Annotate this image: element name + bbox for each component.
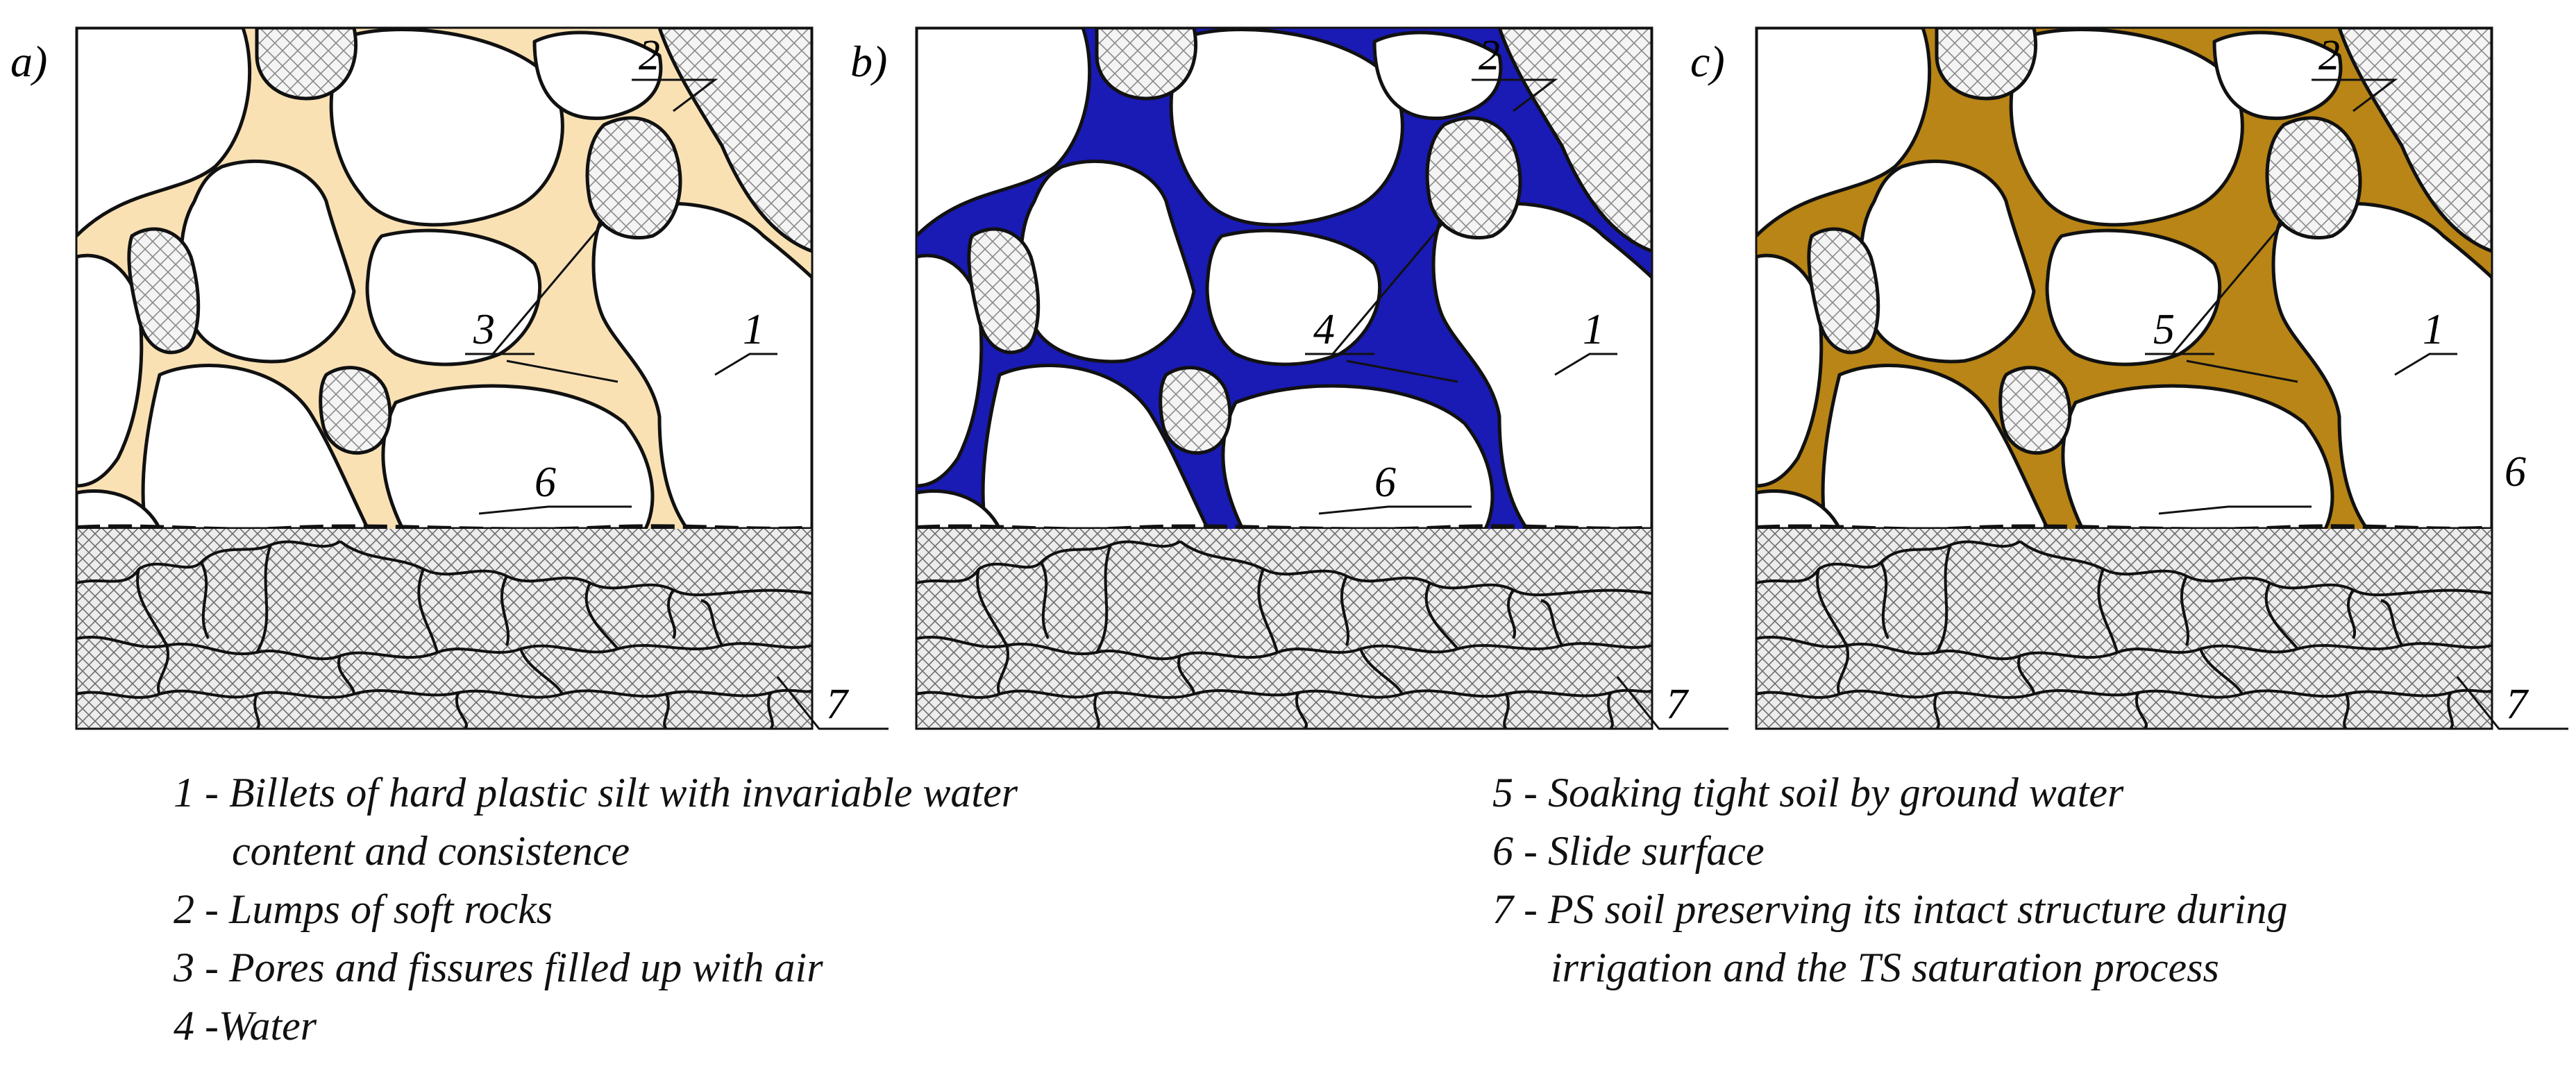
callout-soil-c: 7 [2506, 681, 2529, 728]
callout-billet-c: 1 [2423, 306, 2444, 353]
callout-billet-b: 1 [1583, 306, 1604, 353]
panel-c: c) 2 5 1 6 7 [1690, 28, 2568, 729]
legend-item-5: 5 - Soaking tight soil by ground water [1492, 770, 2124, 816]
callout-pore-b: 4 [1313, 306, 1335, 353]
panel-b: b) 2 4 1 6 7 [850, 28, 1728, 729]
legend-item-7-cont: irrigation and the TS saturation process [1551, 945, 2219, 990]
callout-soil-b: 7 [1666, 681, 1690, 728]
panel-b-letter: b) [850, 37, 887, 86]
callout-soil-a: 7 [826, 681, 850, 728]
legend-item-7: 7 - PS soil preserving its intact struct… [1492, 886, 2288, 932]
callout-rock-a: 2 [639, 32, 660, 79]
panel-c-letter: c) [1690, 37, 1725, 86]
legend-item-1-cont: content and consistence [232, 828, 630, 874]
callout-slide-b: 6 [1374, 459, 1396, 506]
legend-right: 5 - Soaking tight soil by ground water 6… [1492, 763, 2287, 997]
legend-left: 1 - Billets of hard plastic silt with in… [174, 763, 1018, 1055]
legend-item-1: 1 - Billets of hard plastic silt with in… [174, 770, 1018, 816]
legend-item-6: 6 - Slide surface [1492, 828, 1765, 874]
callout-billet-a: 1 [743, 306, 764, 353]
legend-item-2: 2 - Lumps of soft rocks [174, 886, 553, 932]
legend-item-4: 4 -Water [174, 1003, 317, 1049]
callout-slide-a: 6 [534, 459, 556, 506]
callout-pore-c: 5 [2153, 306, 2175, 353]
callout-rock-c: 2 [2318, 32, 2340, 79]
panel-a: a) 2 3 1 6 7 [10, 28, 889, 729]
legend-item-3: 3 - Pores and fissures filled up with ai… [174, 945, 823, 990]
callout-slide-c: 6 [2505, 448, 2526, 496]
callout-pore-a: 3 [473, 306, 495, 353]
callout-rock-b: 2 [1479, 32, 1500, 79]
panel-a-letter: a) [10, 37, 47, 86]
